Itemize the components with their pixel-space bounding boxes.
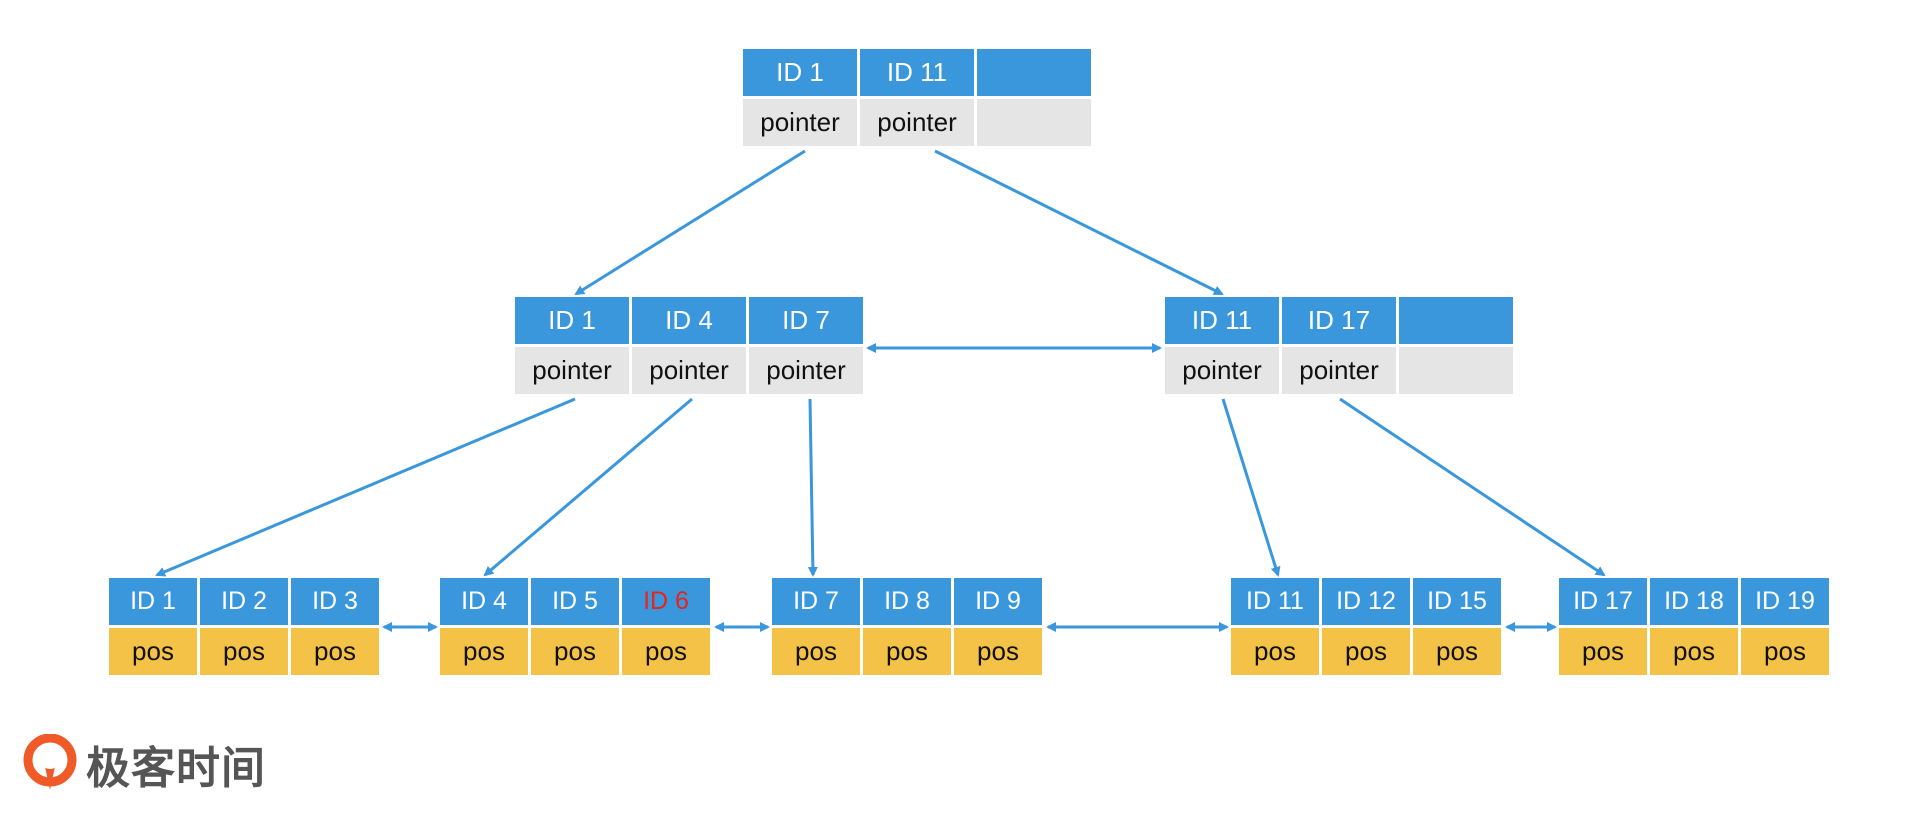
internal-cell: ID 11 pointer [1165, 297, 1279, 394]
pos: pos [1413, 628, 1501, 675]
key: ID 1 [515, 297, 629, 344]
pos: pos [109, 628, 197, 675]
pos: pos [1231, 628, 1319, 675]
leaf-cell: ID 12 pos [1322, 578, 1410, 675]
edge-root-to-internal-right [934, 149, 1224, 296]
pos: pos [1322, 628, 1410, 675]
key: ID 19 [1741, 578, 1829, 625]
geektime-logo-icon [23, 734, 77, 790]
key: ID 9 [954, 578, 1042, 625]
pos: pos [1741, 628, 1829, 675]
key: ID 11 [860, 49, 974, 96]
brand-logo: 极客时间 [22, 732, 266, 796]
key: ID 2 [200, 578, 288, 625]
pos: pos [1650, 628, 1738, 675]
leaf-node-5: ID 17 pos ID 18 pos ID 19 pos [1559, 578, 1829, 675]
leaf-cell: ID 19 pos [1741, 578, 1829, 675]
leaf-cell: ID 5 pos [531, 578, 619, 675]
key: ID 4 [632, 297, 746, 344]
leaf-cell: ID 3 pos [291, 578, 379, 675]
leaf-node-4: ID 11 pos ID 12 pos ID 15 pos [1231, 578, 1501, 675]
leaf-cell: ID 1 pos [109, 578, 197, 675]
root-node: ID 1 pointer ID 11 pointer [743, 49, 1091, 146]
key: ID 11 [1165, 297, 1279, 344]
key: ID 18 [1650, 578, 1738, 625]
pointer: pointer [515, 347, 629, 394]
leaf-node-2: ID 4 pos ID 5 pos ID 6 pos [440, 578, 710, 675]
pointer-empty [1399, 347, 1513, 394]
internal-node-right: ID 11 pointer ID 17 pointer [1165, 297, 1513, 394]
pos: pos [954, 628, 1042, 675]
key-empty [977, 49, 1091, 96]
pos: pos [531, 628, 619, 675]
internal-cell: ID 4 pointer [632, 297, 746, 394]
leaf-cell: ID 2 pos [200, 578, 288, 675]
key-highlighted: ID 6 [622, 578, 710, 625]
pos: pos [622, 628, 710, 675]
pointer: pointer [1165, 347, 1279, 394]
internal-node-left: ID 1 pointer ID 4 pointer ID 7 pointer [515, 297, 863, 394]
key: ID 17 [1559, 578, 1647, 625]
key: ID 7 [772, 578, 860, 625]
leaf-node-3: ID 7 pos ID 8 pos ID 9 pos [772, 578, 1042, 675]
edge-internal-left-to-leaf-2 [483, 397, 693, 577]
key: ID 4 [440, 578, 528, 625]
root-cell: ID 11 pointer [860, 49, 974, 146]
leaf-cell: ID 17 pos [1559, 578, 1647, 675]
key-empty [1399, 297, 1513, 344]
root-cell: ID 1 pointer [743, 49, 857, 146]
pos: pos [200, 628, 288, 675]
pointer: pointer [743, 99, 857, 146]
leaf-cell-highlighted: ID 6 pos [622, 578, 710, 675]
edge-internal-left-to-leaf-1 [155, 397, 576, 577]
leaf-cell: ID 7 pos [772, 578, 860, 675]
pointer-empty [977, 99, 1091, 146]
key: ID 1 [743, 49, 857, 96]
pointer: pointer [749, 347, 863, 394]
pos: pos [440, 628, 528, 675]
edge-root-to-internal-left [574, 149, 806, 296]
edge-internal-right-to-leaf-4 [1221, 398, 1281, 577]
leaf-cell: ID 9 pos [954, 578, 1042, 675]
key: ID 17 [1282, 297, 1396, 344]
key: ID 12 [1322, 578, 1410, 625]
internal-cell: ID 17 pointer [1282, 297, 1396, 394]
leaf-cell: ID 8 pos [863, 578, 951, 675]
leaf-cell: ID 4 pos [440, 578, 528, 675]
internal-cell: ID 7 pointer [749, 297, 863, 394]
key: ID 7 [749, 297, 863, 344]
key: ID 1 [109, 578, 197, 625]
pointer: pointer [632, 347, 746, 394]
internal-cell: ID 1 pointer [515, 297, 629, 394]
pos: pos [772, 628, 860, 675]
logo-text: 极客时间 [86, 743, 266, 794]
leaf-cell: ID 18 pos [1650, 578, 1738, 675]
key: ID 15 [1413, 578, 1501, 625]
pos: pos [1559, 628, 1647, 675]
edge-internal-left-to-leaf-3 [807, 398, 818, 577]
pointer: pointer [1282, 347, 1396, 394]
leaf-cell: ID 15 pos [1413, 578, 1501, 675]
pointer: pointer [860, 99, 974, 146]
root-cell-empty [977, 49, 1091, 146]
leaf-node-1: ID 1 pos ID 2 pos ID 3 pos [109, 578, 379, 675]
internal-cell-empty [1399, 297, 1513, 394]
pos: pos [863, 628, 951, 675]
edge-internal-right-to-leaf-5 [1339, 397, 1606, 577]
pos: pos [291, 628, 379, 675]
key: ID 8 [863, 578, 951, 625]
key: ID 3 [291, 578, 379, 625]
key: ID 11 [1231, 578, 1319, 625]
leaf-cell: ID 11 pos [1231, 578, 1319, 675]
key: ID 5 [531, 578, 619, 625]
